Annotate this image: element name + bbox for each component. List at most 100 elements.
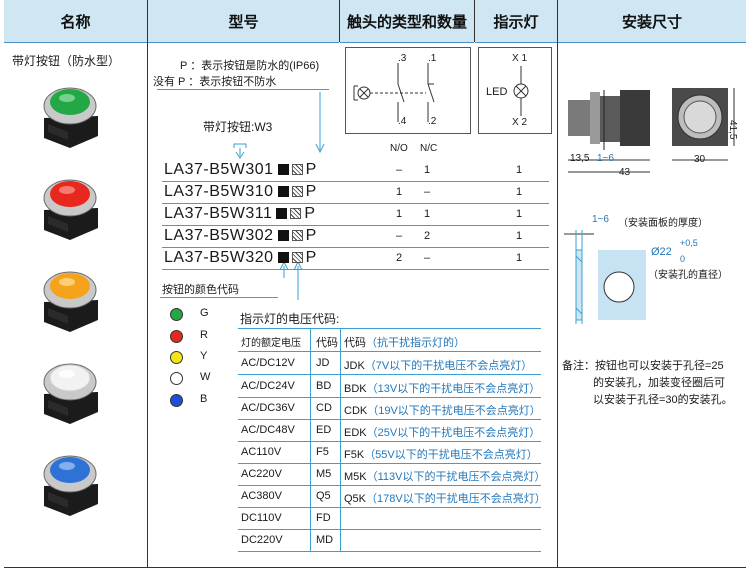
color-code-underline [160,297,278,298]
model-caption: 带灯按钮:W3 [203,120,273,134]
color-dot [170,351,183,364]
dim-30: 30 [694,154,706,165]
note-p: P ：表示按钮是防水的(IP66) [180,60,320,72]
voltage-table-top [238,328,541,329]
dim-1-6: 1~6 [597,153,614,164]
remark-line-2: 的安装孔，加装变径圈后可 [593,377,725,389]
note-no-p: 没有 P ：表示按钮不防水 [153,76,277,88]
col-divider [474,0,475,42]
label-no: N/O [390,143,408,154]
note-underline [157,89,329,90]
color-dot [170,330,183,343]
led-symbol [513,66,529,116]
indicator-count: 1 [516,164,523,176]
color-code: G [200,307,209,319]
voltage-header-row: 灯的额定电压 代码 代码（抗干扰指示灯的） [238,329,541,352]
terminal-2: .2 [428,116,437,127]
panel-thickness-range: 1~6 [592,214,609,225]
dimension-drawing [568,88,735,173]
col-divider [339,0,340,42]
hole-diameter: Ø22 [651,246,672,258]
col-divider [147,0,148,568]
voltage-title: 指示灯的电压代码: [240,312,340,326]
terminal-4: .4 [398,116,407,127]
button-image-amber [43,271,98,332]
button-image-blue [43,455,98,516]
nc-count: 1 [424,164,431,176]
panel-drawing [564,230,646,324]
hole-tol-plus: +0,5 [680,238,698,248]
header-model: 型号 [148,0,339,43]
no-count: – [396,164,403,176]
voltage-code-box [291,252,303,263]
color-code-label: 按钮的颜色代码 [162,284,239,296]
header-indicator: 指示灯 [475,0,557,43]
label-x1: X 1 [512,53,528,64]
label-x2: X 2 [512,117,528,128]
bottom-border [4,567,746,568]
color-code-box [277,164,289,175]
color-code: B [200,393,208,405]
header-name: 名称 [4,0,147,43]
color-code-box [277,186,289,197]
header-dims: 安装尺寸 [558,0,746,43]
dim-43: 43 [619,167,631,178]
desc-header: 代码（抗干扰指示灯的） [344,337,465,349]
arrow-annotations [233,92,325,300]
contact-diagram [353,63,435,122]
button-image-green [43,87,98,148]
no-count: – [396,230,403,242]
col-divider [557,0,558,568]
color-dot [170,308,183,321]
voltage-code-box [291,230,303,241]
voltage-code-box [291,164,303,175]
indicator-diagram-box: X 1 LED X 2 [478,47,552,134]
button-image-white [43,363,98,424]
color-code: R [200,329,208,341]
color-dot [170,394,183,407]
nc-count: – [424,186,431,198]
color-code: W [200,371,211,383]
code-header: 代码 [316,337,338,349]
voltage-code-box [290,208,302,219]
indicator-count: 1 [516,252,523,264]
hole-tol-zero: 0 [680,254,686,264]
header-contacts: 触头的类型和数量 [340,0,474,43]
no-count: 1 [396,208,403,220]
voltage-table-col [340,328,341,552]
voltage-header: 灯的额定电压 [241,338,301,349]
nc-count: – [424,252,431,264]
color-code-box [277,230,289,241]
remark-line-3: 以安装于孔径=30的安装孔。 [593,394,733,406]
voltage-code-box [291,186,303,197]
nc-count: 2 [424,230,431,242]
no-count: 1 [396,186,403,198]
indicator-count: 1 [516,208,523,220]
terminal-1: .1 [428,53,437,64]
panel-thickness-label: （安装面板的厚度） [618,218,708,229]
contact-diagram-box: .3 .1 .4 .2 [345,47,471,134]
color-code-box [277,252,289,263]
product-name: 带灯按钮（防水型） [12,54,121,68]
color-code: Y [200,350,208,362]
indicator-count: 1 [516,230,523,242]
no-count: 2 [396,252,403,264]
color-code-box [276,208,288,219]
nc-count: 1 [424,208,431,220]
